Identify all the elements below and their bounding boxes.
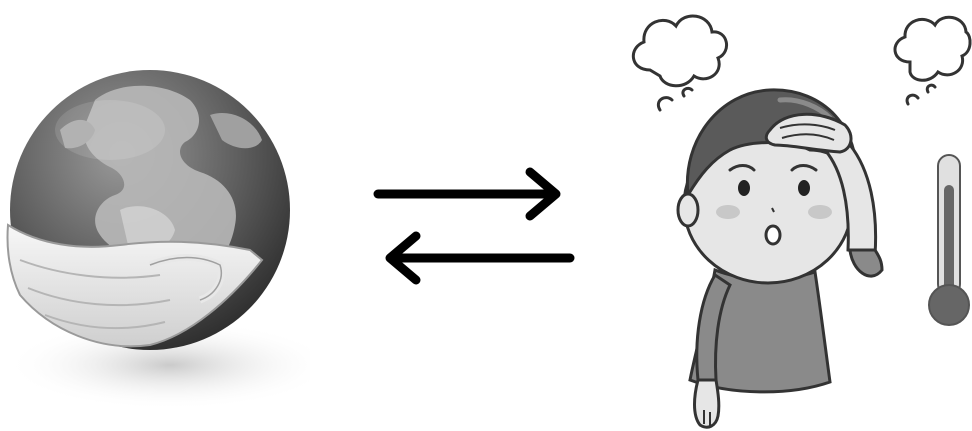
bidirectional-arrows-icon bbox=[370, 160, 580, 290]
steam-puff-icon bbox=[633, 16, 726, 110]
masked-earth-globe-icon bbox=[0, 60, 310, 431]
thermometer-icon bbox=[929, 155, 969, 325]
steam-puff-icon bbox=[895, 17, 970, 104]
feverish-child-icon bbox=[620, 0, 972, 431]
